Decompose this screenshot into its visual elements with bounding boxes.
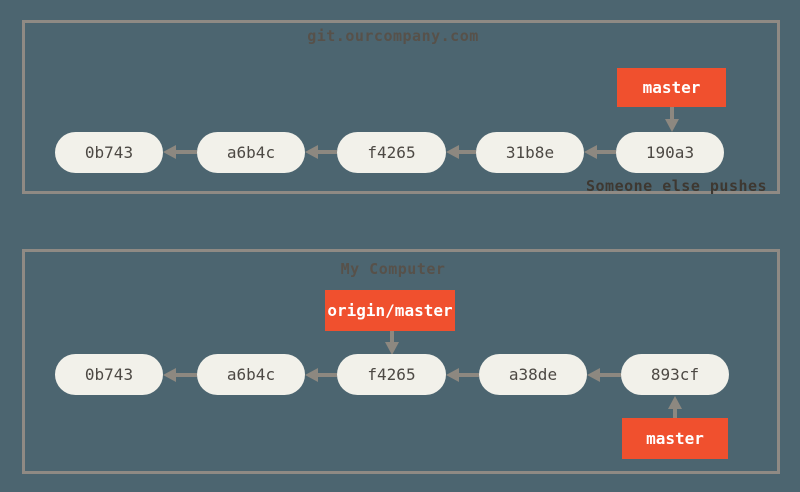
arrow-a6b4c-to-0b743-local	[163, 368, 197, 382]
commit-node: a38de	[479, 354, 587, 395]
arrow-a38de-to-f4265	[446, 368, 479, 382]
arrow-190a3-to-31b8e	[584, 145, 616, 159]
arrow-31b8e-to-f4265	[446, 145, 476, 159]
commit-node: a6b4c	[197, 132, 305, 173]
remote-repo-box: git.ourcompany.com master 0b743 a6b4c f4…	[22, 20, 780, 195]
someone-else-pushes-annotation: Someone else pushes	[586, 177, 768, 195]
commit-node: 190a3	[616, 132, 724, 173]
commit-node: 893cf	[621, 354, 729, 395]
arrow-remote-master-to-190a3	[665, 107, 679, 132]
remote-master-ref: master	[617, 68, 726, 107]
arrow-local-master-to-893cf	[668, 396, 682, 418]
commit-node: 0b743	[55, 132, 163, 173]
commit-node: f4265	[337, 132, 446, 173]
arrow-893cf-to-a38de	[587, 368, 621, 382]
commit-node: 31b8e	[476, 132, 584, 173]
commit-node: f4265	[337, 354, 446, 395]
commit-node: 0b743	[55, 354, 163, 395]
local-master-ref-label: master	[646, 429, 704, 448]
local-master-ref: master	[622, 418, 728, 459]
local-repo-box: My Computer origin/master 0b743 a6b4c f4…	[22, 249, 780, 474]
local-repo-title: My Computer	[340, 260, 446, 278]
commit-node: a6b4c	[197, 354, 305, 395]
origin-master-ref-label: origin/master	[327, 301, 453, 320]
remote-repo-title: git.ourcompany.com	[307, 27, 479, 45]
origin-master-ref: origin/master	[325, 290, 455, 331]
arrow-a6b4c-to-0b743	[163, 145, 197, 159]
arrow-origin-master-to-f4265	[385, 331, 399, 355]
arrow-f4265-to-a6b4c	[305, 145, 337, 159]
arrow-f4265-to-a6b4c-local	[305, 368, 337, 382]
remote-master-ref-label: master	[642, 78, 701, 97]
